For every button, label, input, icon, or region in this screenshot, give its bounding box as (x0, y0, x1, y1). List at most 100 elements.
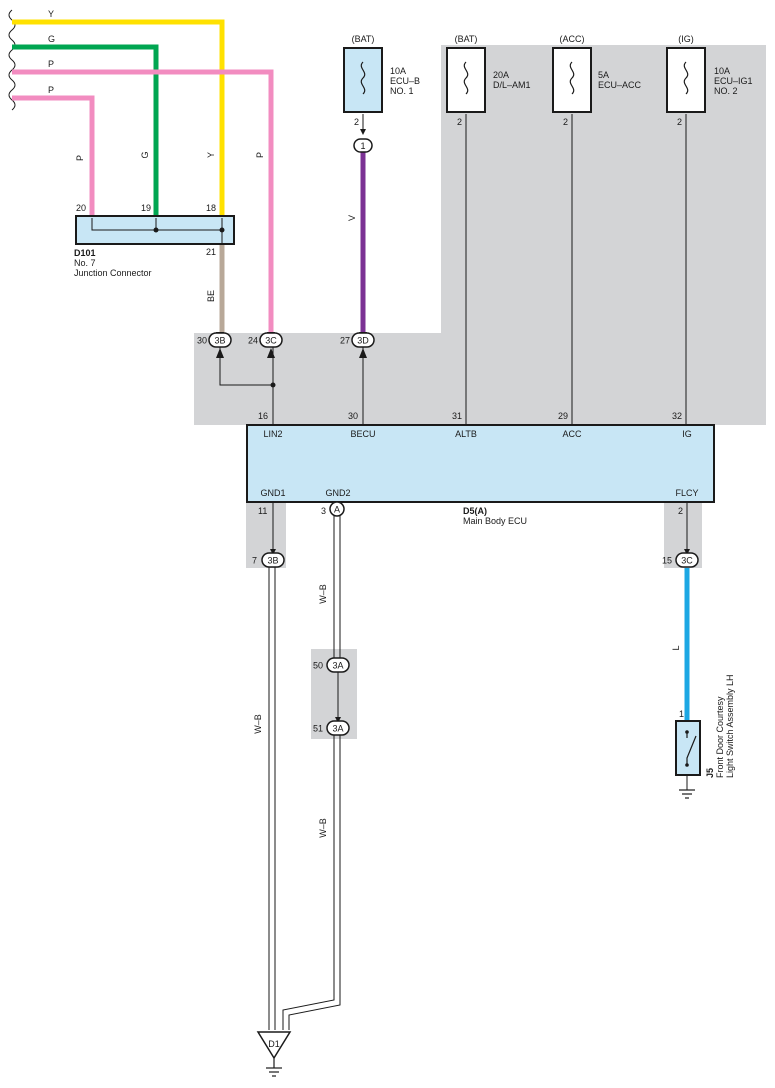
fuse4-name2: NO. 2 (714, 86, 738, 96)
wire-wb-gnd2-lower (282, 735, 341, 1030)
fuse1-name: ECU–B (390, 76, 420, 86)
d101-code: D101 (74, 248, 96, 258)
wire-label-l: L (671, 645, 681, 650)
ecu-pin-11: 11 (258, 506, 267, 516)
fuse2-rating: 20A (493, 70, 509, 80)
fuse1-source: (BAT) (352, 34, 375, 44)
wire-label-wb-gnd1: W–B (253, 714, 263, 734)
wire-3b-branch (219, 347, 273, 386)
switch-code: J5 (705, 768, 715, 778)
wire-label-wb-gnd2-upper: W–B (318, 584, 328, 604)
wire-label-be: BE (206, 290, 216, 302)
ecu-pin-32: 32 (672, 411, 682, 421)
wire-wb-gnd2-upper (333, 511, 341, 658)
connector-gnd1-3b: 3B (261, 552, 285, 568)
gnd1-connector-pin: 7 (252, 556, 257, 566)
wire-yellow (12, 19, 225, 218)
incoming-wire-label: Y (48, 9, 54, 19)
wire-label-y: Y (206, 152, 216, 158)
incoming-wire-label: G (48, 34, 55, 44)
wire-label-v: V (347, 215, 357, 221)
ecu-terminal-ig: IG (682, 429, 692, 439)
wire-label-p-right: P (255, 152, 265, 158)
j50-pin: 50 (313, 661, 323, 671)
fuse-dl-am1 (446, 47, 486, 113)
flcy-connector-code: 3C (681, 556, 693, 566)
incoming-wire-label: P (48, 59, 54, 69)
ecu-terminal-acc: ACC (562, 429, 582, 439)
fuse3-name: ECU–ACC (598, 80, 642, 90)
ecu-terminal-flcy: FLCY (675, 488, 698, 498)
fuse4-rating: 10A (714, 66, 730, 76)
wire-pink-lower (12, 95, 95, 218)
wire-pink-upper (12, 69, 274, 335)
fuse2-name: D/L–AM1 (493, 80, 531, 90)
wire-label-wb-gnd2-lower: W–B (318, 818, 328, 838)
connector-3d-pin: 27 (340, 336, 350, 346)
wire-label-g: G (140, 151, 150, 158)
ecu-terminal-gnd2: GND2 (325, 488, 350, 498)
connector-flcy-3c: 3C (675, 552, 699, 568)
wire-wb-gnd1-a (268, 567, 276, 1030)
ecu-terminal-altb: ALTB (455, 429, 477, 439)
d101-name-line1: No. 7 (74, 258, 96, 268)
connector-3c: 3C (259, 332, 283, 348)
j50-code: 3A (332, 661, 343, 671)
switch-pin: 1 (679, 709, 684, 719)
ecu-terminal-lin2: LIN2 (263, 429, 282, 439)
connector-3b: 3B (208, 332, 232, 348)
splice-point (270, 382, 276, 388)
flcy-connector-pin: 15 (662, 556, 672, 566)
j51-pin: 51 (313, 724, 323, 734)
d101-name-line2: Junction Connector (74, 268, 152, 278)
connector-3b-pin: 30 (197, 336, 207, 346)
d101-pin-20: 20 (76, 203, 86, 213)
fuse-ecu-ig1 (666, 47, 706, 113)
connector-3d-code: 3D (357, 336, 369, 346)
connector-3a-pin51: 3A (326, 720, 350, 736)
inline-connector-1-label: 1 (360, 141, 365, 151)
ecu-code: D5(A) (463, 506, 487, 516)
ecu-connector-a-code: A (334, 505, 340, 515)
d101-pin-21: 21 (206, 247, 216, 257)
wire-break-marks (8, 9, 16, 111)
fuse4-pin: 2 (677, 117, 682, 127)
ecu-terminal-becu: BECU (350, 429, 375, 439)
fuse3-rating: 5A (598, 70, 609, 80)
switch-name-line1: Front Door Courtesy (715, 696, 725, 778)
ground-point-d1: D1 (256, 1031, 292, 1077)
incoming-wire-label: P (48, 85, 54, 95)
fuse1-pin: 2 (354, 117, 359, 127)
ecu-pin-16: 16 (258, 411, 268, 421)
fuse1-rating: 10A (390, 66, 406, 76)
fuse-ecu-acc (552, 47, 592, 113)
connector-3c-code: 3C (265, 336, 277, 346)
ecu-pin-30: 30 (348, 411, 358, 421)
d101-pin-18: 18 (206, 203, 216, 213)
wire-label-p-left: P (75, 155, 85, 161)
wire-green (12, 44, 159, 218)
fuse1-name2: NO. 1 (390, 86, 414, 96)
inline-connector-1: 1 (353, 138, 373, 153)
connector-3c-pin: 24 (248, 336, 258, 346)
gnd1-connector-code: 3B (267, 556, 278, 566)
connector-3a-pin50: 3A (326, 657, 350, 673)
connector-3d: 3D (351, 332, 375, 348)
connector-3b-code: 3B (214, 336, 225, 346)
ecu-connector-a: A (329, 501, 345, 517)
switch-name-line2: Light Switch Assembly LH (725, 674, 735, 778)
switch-ground-symbol (679, 789, 695, 799)
fuse3-source: (ACC) (560, 34, 585, 44)
ground-point-label: D1 (268, 1039, 280, 1049)
ecu-pin-3: 3 (321, 506, 326, 516)
fuse-ecu-b (343, 47, 383, 113)
fuse2-pin: 2 (457, 117, 462, 127)
d101-pin-19: 19 (141, 203, 151, 213)
main-body-ecu (246, 424, 715, 503)
ecu-pin-31: 31 (452, 411, 462, 421)
ecu-pin-2: 2 (678, 506, 683, 516)
fuse4-name: ECU–IG1 (714, 76, 753, 86)
ecu-pin-29: 29 (558, 411, 568, 421)
fuse2-source: (BAT) (455, 34, 478, 44)
